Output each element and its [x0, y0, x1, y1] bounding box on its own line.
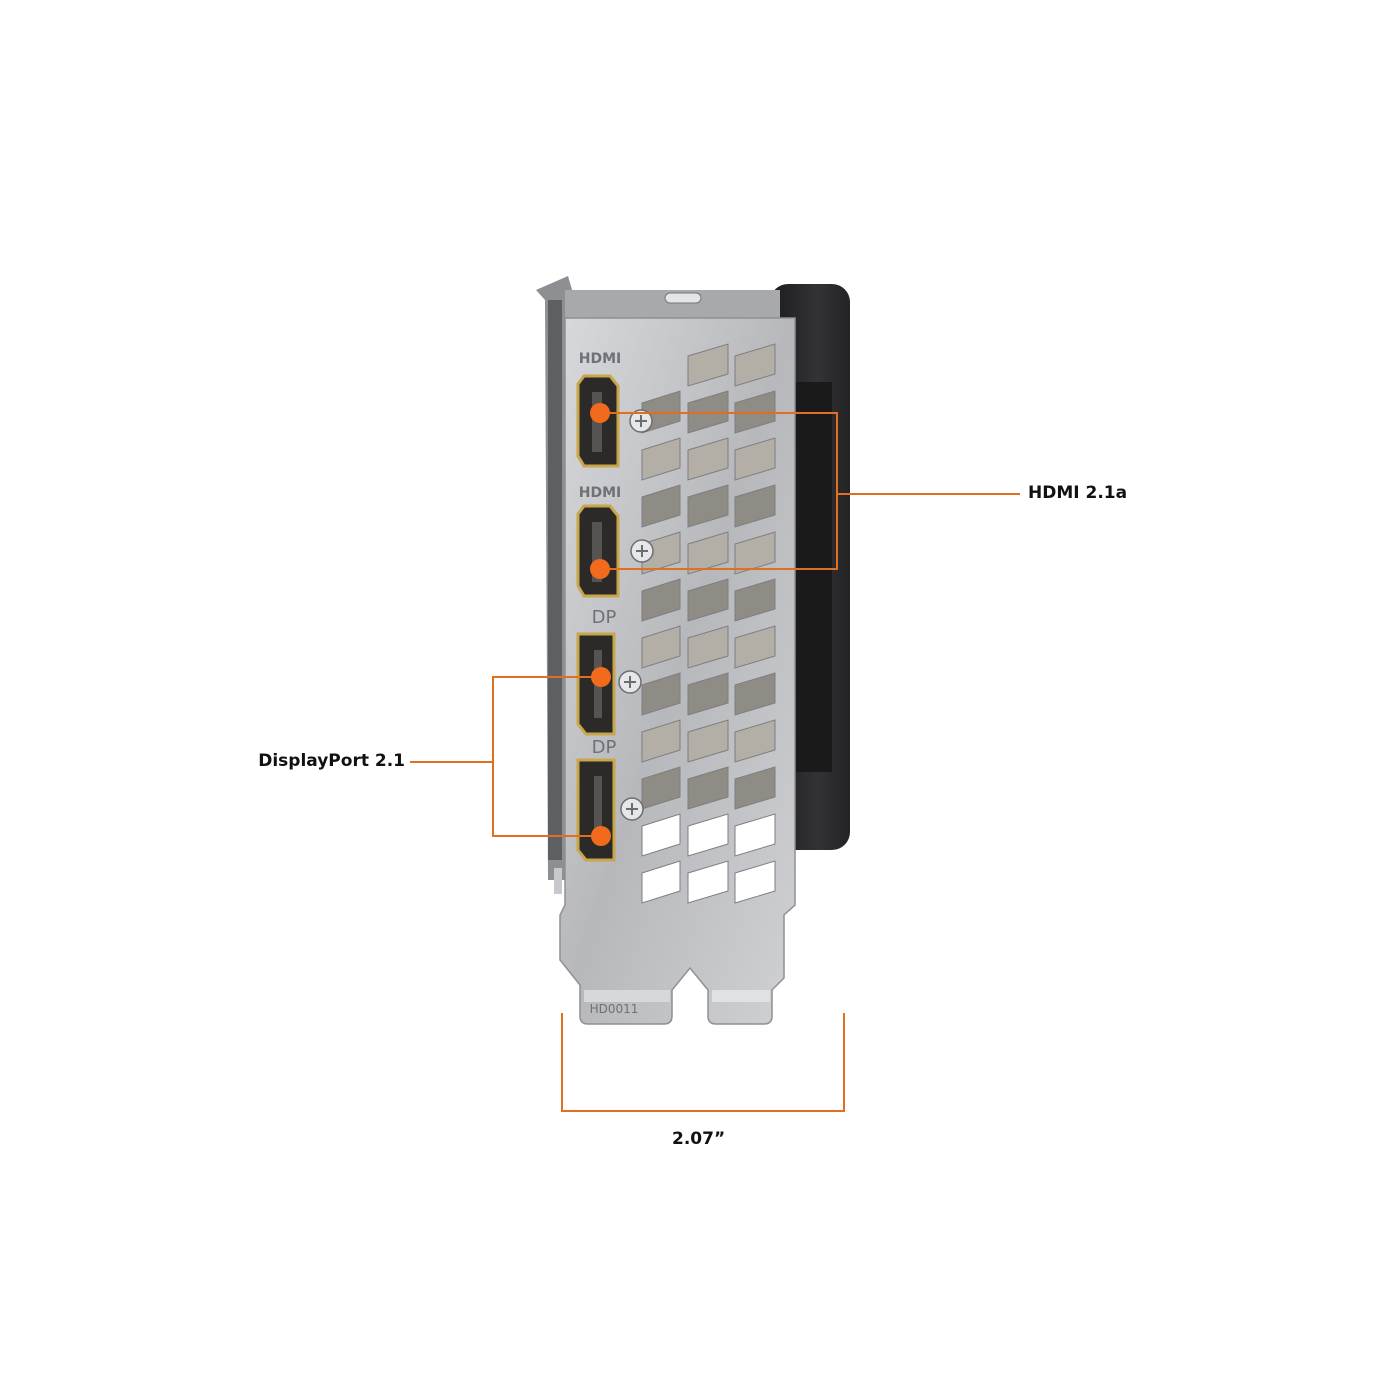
vent-hole — [734, 484, 776, 528]
vent-hole — [734, 343, 776, 387]
vent-hole — [687, 672, 729, 716]
vent-hole — [687, 531, 729, 575]
hdmi-marker-dot — [590, 559, 610, 579]
vent-hole — [641, 860, 681, 904]
vent-hole — [687, 719, 729, 763]
width-dimension-label: 2.07” — [672, 1129, 726, 1149]
vent-hole — [687, 578, 729, 622]
displayport-port-2 — [576, 758, 616, 862]
vent-hole — [641, 578, 681, 622]
vent-hole — [734, 766, 776, 810]
port-label-hdmi-2: HDMI — [579, 485, 621, 501]
vent-hole — [734, 625, 776, 669]
port-label-hdmi-1: HDMI — [579, 351, 621, 367]
vent-hole — [687, 766, 729, 810]
vent-hole — [687, 484, 729, 528]
vent-hole — [641, 484, 681, 528]
vent-hole — [734, 437, 776, 481]
vent-hole — [687, 625, 729, 669]
vent-hole — [641, 437, 681, 481]
displayport-marker-dot — [591, 826, 611, 846]
vent-hole — [641, 672, 681, 716]
vent-hole — [734, 531, 776, 575]
vent-hole — [687, 860, 729, 904]
vent-hole — [734, 813, 776, 857]
port-label-dp-2: DP — [592, 737, 617, 758]
vent-hole — [641, 813, 681, 857]
vent-hole — [734, 578, 776, 622]
vent-hole — [687, 343, 729, 387]
vent-hole — [687, 813, 729, 857]
port-label-dp-1: DP — [592, 607, 617, 628]
displayport-callout-label: DisplayPort 2.1 — [258, 751, 405, 771]
tab-marking: HD0011 — [590, 1002, 639, 1016]
vent-hole — [641, 625, 681, 669]
width-dimension-line — [561, 1013, 845, 1112]
displayport-callout-line — [410, 676, 601, 837]
vent-hole — [641, 719, 681, 763]
vent-hole — [734, 672, 776, 716]
vent-hole — [734, 719, 776, 763]
hdmi-marker-dot — [590, 403, 610, 423]
vent-hole — [734, 860, 776, 904]
vent-hole — [641, 531, 681, 575]
vent-hole — [641, 766, 681, 810]
vent-hole — [687, 437, 729, 481]
hdmi-callout-line — [600, 412, 1020, 570]
hdmi-callout-label: HDMI 2.1a — [1028, 483, 1128, 503]
displayport-marker-dot — [591, 667, 611, 687]
hdmi-port-2 — [576, 504, 620, 598]
